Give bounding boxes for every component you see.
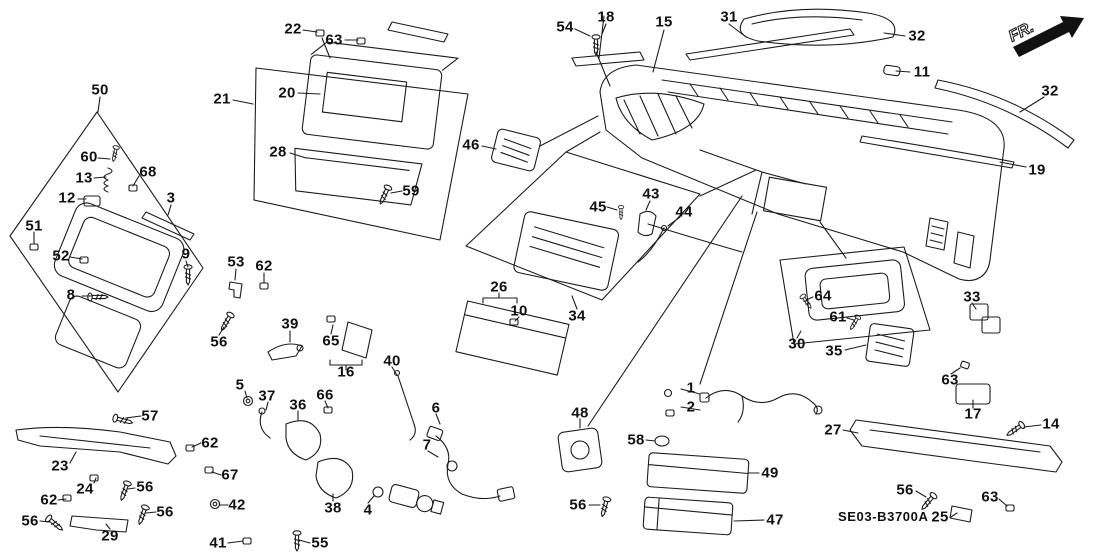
drawing-code: SE03-B3700A	[838, 509, 929, 524]
wiring-clock-group	[209, 388, 823, 515]
glove-box-frame-group	[9, 111, 269, 393]
instrument-panel-shape	[599, 64, 1005, 281]
center-vent-group	[455, 151, 743, 376]
lever-bracket-group	[111, 315, 416, 461]
leader-lines	[33, 23, 1045, 544]
defroster-garnish-strips	[685, 8, 1075, 169]
side-vent-left	[491, 128, 541, 172]
heater-garnish-group	[253, 41, 469, 241]
top-hardware	[315, 15, 645, 67]
pocket-group	[779, 246, 1001, 405]
lower-covers-group	[15, 419, 1063, 552]
fr-direction-arrow: FR.	[1006, 16, 1084, 57]
